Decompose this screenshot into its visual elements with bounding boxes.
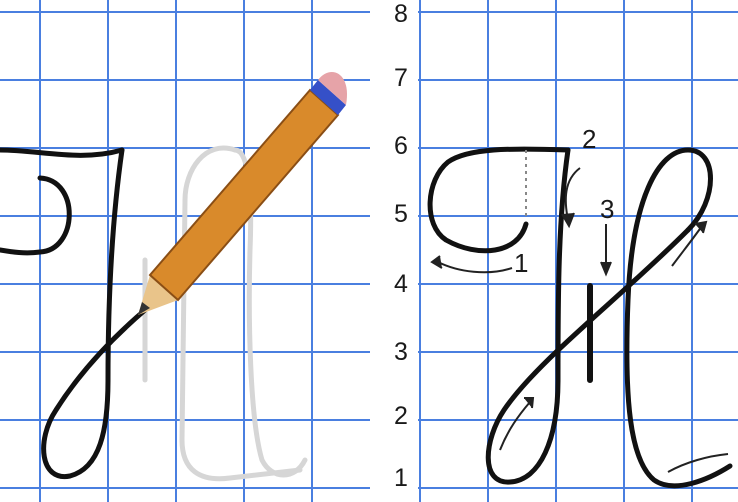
axis-label-2: 2 bbox=[388, 404, 414, 429]
writing-panel bbox=[0, 0, 370, 502]
axis-label-3: 3 bbox=[388, 340, 414, 365]
axis-label-1: 1 bbox=[388, 466, 414, 491]
pencil-icon bbox=[138, 72, 347, 315]
writing-canvas bbox=[0, 0, 370, 502]
ink-letter bbox=[0, 150, 145, 477]
stroke-order-canvas bbox=[418, 0, 738, 502]
row-number-axis: 8 7 6 5 4 3 2 1 bbox=[378, 0, 418, 502]
letter-strokes bbox=[430, 149, 730, 486]
step-number-3: 3 bbox=[600, 196, 614, 222]
axis-label-6: 6 bbox=[388, 134, 414, 159]
axis-label-7: 7 bbox=[388, 66, 414, 91]
arrow-icon bbox=[432, 168, 728, 472]
step-number-2: 2 bbox=[582, 126, 596, 152]
axis-label-4: 4 bbox=[388, 272, 414, 297]
axis-label-8: 8 bbox=[388, 2, 414, 27]
grid-lines bbox=[418, 0, 738, 502]
stroke-order-panel: 1 2 3 bbox=[418, 0, 738, 502]
step-number-1: 1 bbox=[514, 250, 528, 276]
axis-label-5: 5 bbox=[388, 202, 414, 227]
